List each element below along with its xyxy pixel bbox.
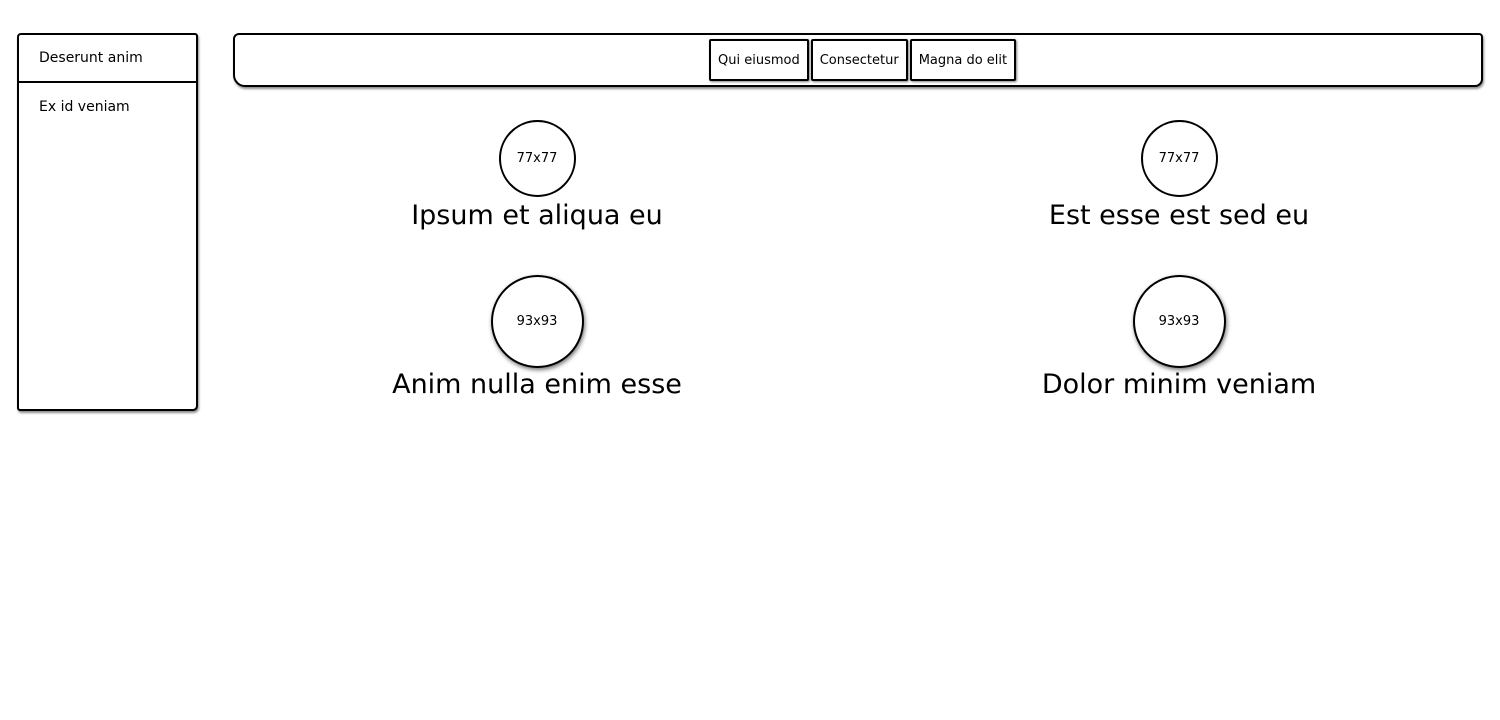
card: 77x77 Ipsum et aliqua eu bbox=[377, 120, 697, 233]
image-placeholder: 77x77 bbox=[1140, 120, 1218, 197]
card: 77x77 Est esse est sed eu bbox=[1019, 120, 1339, 233]
button-group: Qui eiusmod Consectetur Magna do elit bbox=[709, 39, 1017, 81]
card: 93x93 Anim nulla enim esse bbox=[377, 275, 697, 402]
magna-do-elit-button[interactable]: Magna do elit bbox=[909, 39, 1017, 81]
card: 93x93 Dolor minim veniam bbox=[1019, 275, 1339, 402]
image-placeholder: 93x93 bbox=[1132, 275, 1226, 368]
sidebar: Deserunt anim Ex id veniam bbox=[17, 33, 198, 411]
image-placeholder: 77x77 bbox=[498, 120, 576, 197]
sidebar-item-label: Deserunt anim bbox=[39, 50, 143, 66]
image-size-label: 93x93 bbox=[516, 314, 558, 329]
image-placeholder: 93x93 bbox=[490, 275, 584, 368]
top-navbar: Qui eiusmod Consectetur Magna do elit bbox=[233, 33, 1483, 87]
qui-eiusmod-button[interactable]: Qui eiusmod bbox=[709, 39, 809, 81]
card-title: Anim nulla enim esse bbox=[392, 369, 682, 400]
card-title: Dolor minim veniam bbox=[1041, 369, 1317, 400]
image-size-label: 93x93 bbox=[1158, 314, 1200, 329]
image-size-label: 77x77 bbox=[516, 151, 558, 166]
sidebar-item-ex-id-veniam[interactable]: Ex id veniam bbox=[19, 83, 196, 131]
card-title: Ipsum et aliqua eu bbox=[411, 200, 663, 231]
consectetur-button[interactable]: Consectetur bbox=[810, 39, 908, 81]
sidebar-item-label: Ex id veniam bbox=[39, 99, 130, 115]
image-size-label: 77x77 bbox=[1158, 151, 1200, 166]
card-title: Est esse est sed eu bbox=[1048, 200, 1310, 231]
sidebar-item-deserunt-anim[interactable]: Deserunt anim bbox=[19, 35, 196, 83]
